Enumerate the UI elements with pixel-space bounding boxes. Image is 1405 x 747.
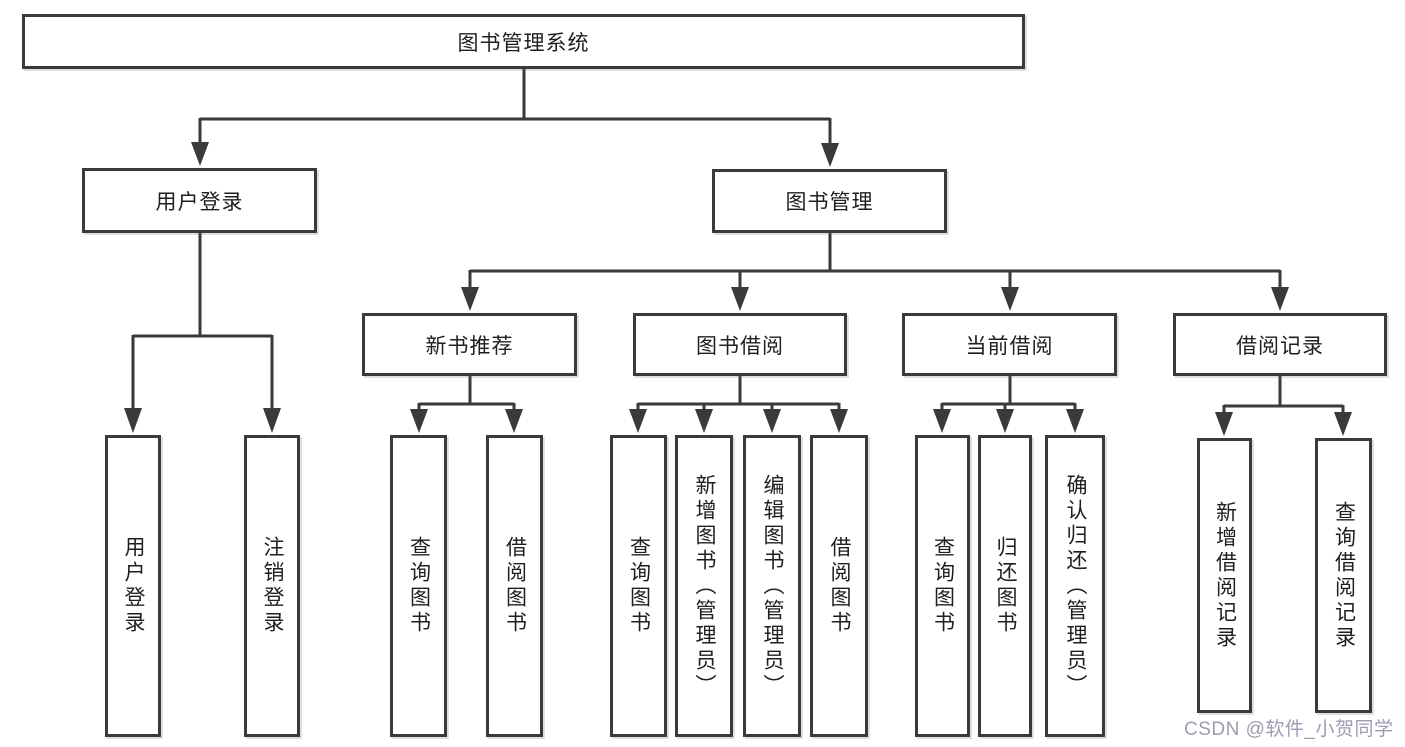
node-book-management-label: 图书管理 [785,191,874,214]
leaf-add-borrow-record: 新增借阅记录 [1197,438,1252,713]
node-current-borrow-label: 当前借阅 [965,334,1054,358]
leaf-add-book-admin-label: 新增图书（管理员） [693,473,716,699]
node-current-borrow: 当前借阅 [902,313,1117,376]
node-user-login-label: 用户登录 [155,190,244,214]
leaf-edit-book-admin-label: 编辑图书（管理员） [761,473,784,699]
leaf-query-books-recommend-label: 查询图书 [407,536,431,636]
leaf-borrow-books-recommend: 借阅图书 [486,435,543,737]
leaf-query-books-current: 查询图书 [915,435,970,737]
leaf-query-books-borrow: 查询图书 [610,435,667,737]
node-book-management: 图书管理 [712,169,947,233]
node-borrow-records-label: 借阅记录 [1236,334,1324,358]
leaf-logout-label: 注销登录 [261,536,284,636]
leaf-query-borrow-record: 查询借阅记录 [1315,438,1372,713]
node-new-book-recommend: 新书推荐 [362,313,577,376]
leaf-query-books-borrow-label: 查询图书 [627,536,651,636]
leaf-logout: 注销登录 [244,435,300,737]
leaf-return-book: 归还图书 [978,435,1032,737]
csdn-watermark: CSDN @软件_小贺同学 [1184,719,1394,740]
leaf-add-borrow-record-label: 新增借阅记录 [1213,500,1237,651]
leaf-borrow-books: 借阅图书 [810,435,868,737]
node-root: 图书管理系统 [22,14,1025,69]
node-book-borrow-label: 图书借阅 [696,334,784,358]
node-book-borrow: 图书借阅 [633,313,847,376]
leaf-query-books-current-label: 查询图书 [931,536,955,636]
arrowhead-icons [124,142,1352,436]
node-user-login: 用户登录 [82,168,317,233]
leaf-add-book-admin: 新增图书（管理员） [675,435,733,737]
leaf-confirm-return-admin: 确认归还（管理员） [1045,435,1105,737]
leaf-edit-book-admin: 编辑图书（管理员） [743,435,801,737]
node-borrow-records: 借阅记录 [1173,313,1387,376]
leaf-query-borrow-record-label: 查询借阅记录 [1332,500,1356,651]
leaf-borrow-books-label: 借阅图书 [828,536,851,636]
leaf-confirm-return-admin-label: 确认归还（管理员） [1064,473,1087,699]
leaf-borrow-books-recommend-label: 借阅图书 [503,536,527,636]
leaf-user-login: 用户登录 [105,435,161,737]
leaf-user-login-label: 用户登录 [122,536,145,636]
leaf-return-book-label: 归还图书 [994,536,1017,636]
node-root-label: 图书管理系统 [457,31,590,55]
leaf-query-books-recommend: 查询图书 [390,435,447,737]
node-new-book-recommend-label: 新书推荐 [425,334,514,358]
